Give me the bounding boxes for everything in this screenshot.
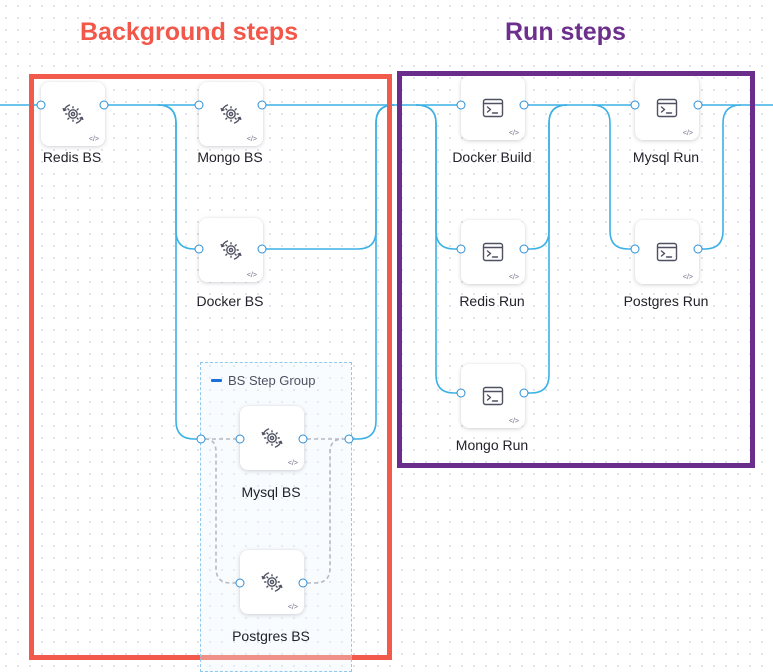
output-port[interactable]	[519, 244, 529, 254]
step-label-docker-build: Docker Build	[452, 149, 532, 165]
minus-icon[interactable]	[211, 379, 222, 382]
step-label-mongo-run: Mongo Run	[455, 437, 529, 453]
step-group-title: BS Step Group	[228, 373, 316, 388]
code-icon: </>	[508, 130, 519, 137]
step-label-redis-run: Redis Run	[459, 293, 525, 309]
input-port[interactable]	[235, 434, 245, 444]
step-label-docker-bs: Docker BS	[196, 293, 264, 309]
input-port[interactable]	[456, 100, 466, 110]
code-icon: </>	[246, 272, 257, 279]
output-port[interactable]	[693, 100, 703, 110]
terminal-icon	[655, 240, 679, 264]
step-node-postgres-run[interactable]: </>	[635, 220, 699, 284]
output-port[interactable]	[519, 100, 529, 110]
step-node-redis-bs[interactable]: </>	[41, 82, 105, 146]
output-port[interactable]	[298, 578, 308, 588]
background-step-gear-icon	[260, 570, 284, 594]
step-node-mongo-bs[interactable]: </>	[199, 82, 263, 146]
output-port[interactable]	[99, 100, 109, 110]
connector-line	[702, 104, 742, 250]
step-node-redis-run[interactable]: </>	[461, 220, 525, 284]
background-step-gear-icon	[219, 238, 243, 262]
code-icon: </>	[246, 136, 257, 143]
step-label-postgres-run: Postgres Run	[623, 293, 709, 309]
input-port[interactable]	[630, 100, 640, 110]
background-steps-heading: Background steps	[80, 18, 299, 46]
group-input-port[interactable]	[196, 434, 206, 444]
background-steps-frame	[29, 74, 392, 660]
group-output-port[interactable]	[344, 434, 354, 444]
input-port[interactable]	[194, 100, 204, 110]
step-node-mysql-bs[interactable]: </>	[240, 406, 304, 470]
step-node-postgres-bs[interactable]: </>	[240, 550, 304, 614]
connector-line	[353, 104, 395, 440]
input-port[interactable]	[235, 578, 245, 588]
terminal-icon	[481, 240, 505, 264]
output-port[interactable]	[519, 388, 529, 398]
input-port[interactable]	[630, 244, 640, 254]
input-port[interactable]	[456, 244, 466, 254]
terminal-icon	[481, 96, 505, 120]
code-icon: </>	[287, 604, 298, 611]
step-label-mysql-run: Mysql Run	[632, 149, 700, 165]
group-connector-line	[307, 438, 344, 584]
step-node-docker-build[interactable]: </>	[461, 76, 525, 140]
input-port[interactable]	[36, 100, 46, 110]
connector-line	[528, 104, 568, 394]
output-port[interactable]	[298, 434, 308, 444]
input-port[interactable]	[456, 388, 466, 398]
step-node-docker-bs[interactable]: </>	[199, 218, 263, 282]
code-icon: </>	[682, 274, 693, 281]
code-icon: </>	[508, 418, 519, 425]
code-icon: </>	[508, 274, 519, 281]
step-node-mysql-run[interactable]: </>	[635, 76, 699, 140]
step-label-postgres-bs: Postgres BS	[232, 628, 310, 644]
output-port[interactable]	[693, 244, 703, 254]
background-step-gear-icon	[61, 102, 85, 126]
output-port[interactable]	[257, 244, 267, 254]
code-icon: </>	[88, 136, 99, 143]
connector-line	[591, 104, 631, 250]
code-icon: </>	[682, 130, 693, 137]
step-group-header: BS Step Group	[211, 373, 315, 388]
background-step-gear-icon	[219, 102, 243, 126]
step-node-mongo-run[interactable]: </>	[461, 364, 525, 428]
background-step-gear-icon	[260, 426, 284, 450]
step-label-mysql-bs: Mysql BS	[241, 484, 301, 500]
connector-line	[415, 104, 457, 394]
connector-line	[157, 104, 197, 440]
code-icon: </>	[287, 460, 298, 467]
step-label-redis-bs: Redis BS	[42, 149, 102, 165]
terminal-icon	[655, 96, 679, 120]
run-steps-frame	[397, 71, 755, 468]
output-port[interactable]	[257, 100, 267, 110]
terminal-icon	[481, 384, 505, 408]
step-label-mongo-bs: Mongo BS	[197, 149, 263, 165]
input-port[interactable]	[194, 244, 204, 254]
run-steps-heading: Run steps	[505, 18, 626, 46]
group-connector-line	[204, 438, 236, 584]
